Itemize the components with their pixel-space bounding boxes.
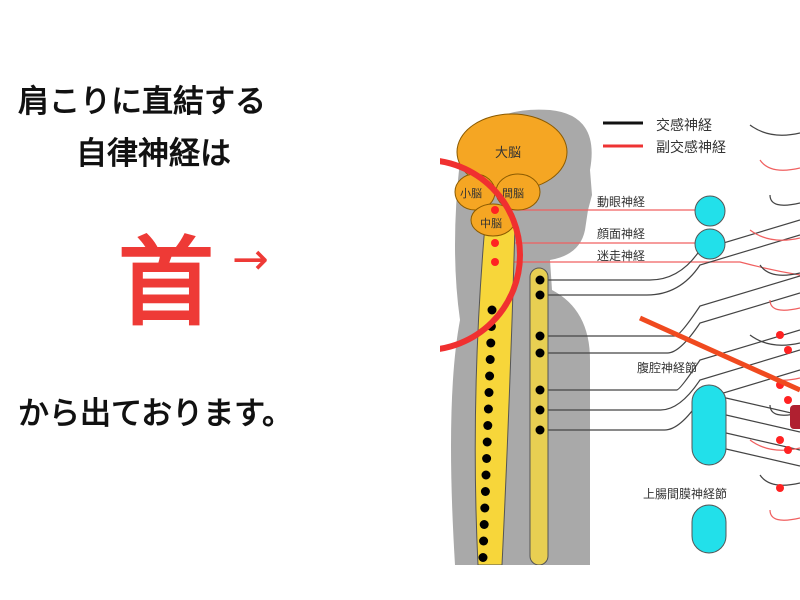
ciliary-ganglion: [695, 196, 725, 226]
organ-dot: [784, 396, 792, 404]
spinal-dot: [480, 520, 489, 529]
spinal-dot: [479, 553, 488, 562]
peripheral-nerve: [770, 510, 800, 520]
trunk-dot: [536, 426, 545, 435]
organ-dot: [784, 346, 792, 354]
nucleus-dot: [491, 258, 499, 266]
vagus-nerve-label: 迷走神経: [597, 249, 645, 263]
neck-highlight: 首: [118, 205, 214, 344]
trunk-dot: [536, 332, 545, 341]
nucleus-dot: [491, 239, 499, 247]
cerebellum-label: 小脳: [460, 187, 482, 200]
spinal-dot: [485, 388, 494, 397]
spinal-dot: [479, 537, 488, 546]
pointer-line: [640, 318, 800, 390]
celiac-ganglion-label: 腹腔神経節: [637, 360, 697, 375]
trunk-dot: [536, 291, 545, 300]
superior-mesenteric-ganglion: [692, 505, 726, 553]
organ: [790, 405, 800, 429]
organ-dot: [784, 446, 792, 454]
spinal-dot: [480, 504, 489, 513]
heading-line-1: 肩こりに直結する: [18, 76, 266, 121]
cerebrum-label: 大脳: [495, 146, 521, 161]
organ-dot: [776, 484, 784, 492]
organ-dot: [776, 436, 784, 444]
legend-sympathetic: 交感神経: [656, 117, 712, 134]
peripheral-nerve: [770, 300, 800, 310]
organ-dot: [776, 331, 784, 339]
peripheral-nerve: [750, 230, 800, 240]
spinal-dot: [485, 372, 494, 381]
spinal-dot: [482, 454, 491, 463]
heading-line-2: 自律神経は: [76, 128, 231, 173]
trunk-dot: [536, 276, 545, 285]
peripheral-nerve: [770, 195, 800, 205]
peripheral-nerve: [760, 160, 800, 170]
peripheral-nerve: [750, 125, 800, 135]
trunk-dot: [536, 406, 545, 415]
spinal-dot: [484, 405, 493, 414]
superior-mesenteric-ganglion-label: 上腸間膜神経節: [643, 486, 727, 501]
heading-line-4: から出ております。: [18, 388, 293, 433]
trunk-dot: [536, 349, 545, 358]
celiac-ganglion: [692, 385, 726, 465]
autonomic-nervous-system-diagram: 交感神経 副交感神経 大脳 小脳 間脳 中脳 動眼神経 顔面神経 迷走神経 腹腔…: [440, 100, 800, 565]
spinal-dot: [483, 421, 492, 430]
sympathetic-trunk: [530, 268, 548, 565]
oculomotor-nerve-label: 動眼神経: [597, 195, 645, 209]
pterygopalatine-ganglion: [695, 229, 725, 259]
diencephalon-label: 間脳: [502, 187, 524, 200]
spinal-dot: [481, 487, 490, 496]
arrow-right-icon: →: [232, 234, 269, 285]
peripheral-nerve: [760, 475, 800, 485]
peripheral-nerve: [760, 265, 800, 275]
spinal-dot: [486, 339, 495, 348]
legend-parasympathetic: 副交感神経: [656, 139, 726, 156]
spinal-dot: [483, 438, 492, 447]
spinal-dot: [486, 355, 495, 364]
peripheral-nerve: [750, 335, 800, 345]
facial-nerve-label: 顔面神経: [597, 226, 645, 241]
midbrain-label: 中脳: [480, 217, 502, 230]
spinal-dot: [488, 306, 497, 315]
nucleus-dot: [491, 206, 499, 214]
spinal-dot: [482, 471, 491, 480]
trunk-dot: [536, 386, 545, 395]
